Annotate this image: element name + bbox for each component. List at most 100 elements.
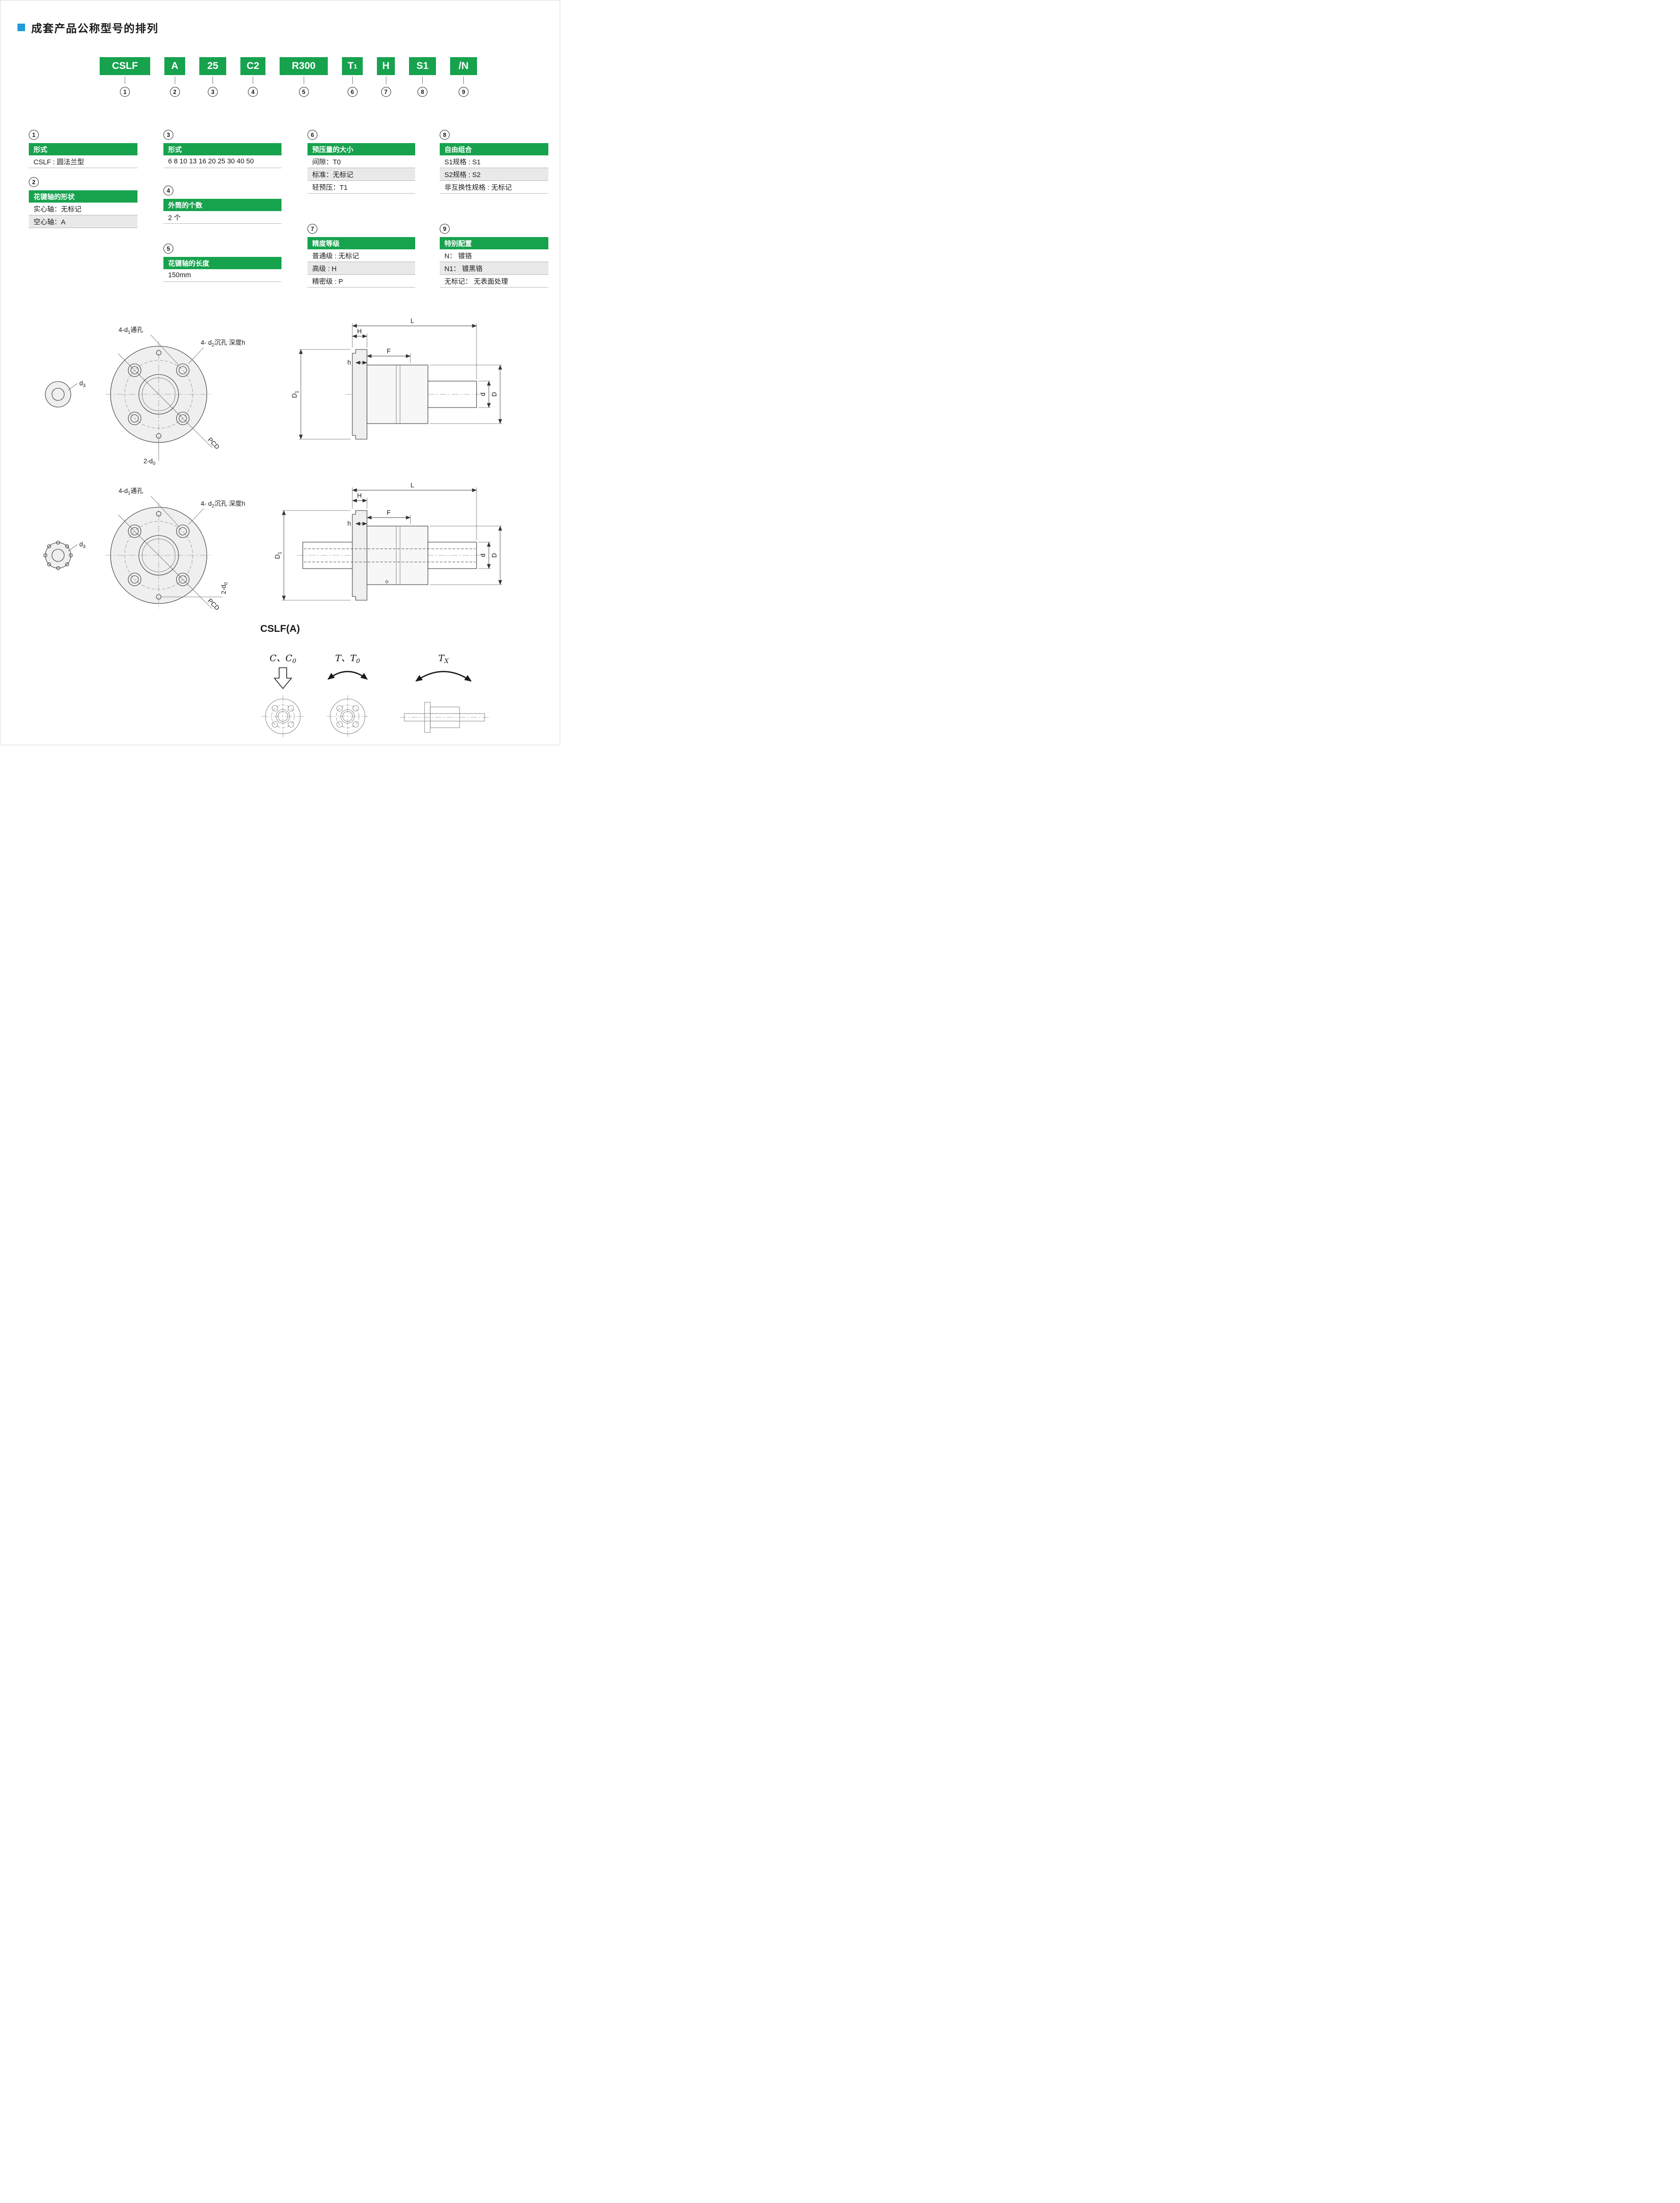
title-bullet-icon xyxy=(17,24,25,31)
legend-block-form: 1 形式 CSLF : 圆法兰型 xyxy=(29,130,137,168)
dim-L-label: L xyxy=(410,482,414,489)
code-label: A xyxy=(171,60,179,71)
circled-number: 4 xyxy=(163,186,173,196)
legend-row: 高级 : H xyxy=(307,262,415,275)
load-radial-label: C、C0 xyxy=(270,653,296,665)
connector-line xyxy=(352,77,353,84)
dim-D-label: D xyxy=(491,553,498,558)
legend-row: 无标记： 无表面处理 xyxy=(440,275,548,288)
shaft-end-view: d3 xyxy=(45,380,86,408)
code-box: S1 xyxy=(409,57,436,75)
code-label: H xyxy=(382,60,390,71)
model-segment-shaft-shape: A 2 xyxy=(164,57,185,97)
circled-number: 6 xyxy=(307,130,317,140)
circled-number: 7 xyxy=(381,87,391,97)
load-diagram-moment: TX xyxy=(400,653,489,733)
spline-notches xyxy=(43,540,73,570)
legend-row: N： 镀铬 xyxy=(440,249,548,262)
dim-counterbore-label: 4- d2沉孔 深度h xyxy=(201,500,245,509)
model-segment-surface: /N 9 xyxy=(450,57,477,97)
code-label: C2 xyxy=(247,60,259,71)
dim-through-hole-label: 4-d1通孔 xyxy=(119,326,144,335)
load-diagram-torque: T、T0 xyxy=(326,653,369,738)
circled-number: 2 xyxy=(29,177,39,187)
shaft-end-view: d3 xyxy=(43,540,86,570)
mini-flange-front xyxy=(326,695,369,738)
code-box: CSLF xyxy=(100,57,150,75)
circled-number: 1 xyxy=(120,87,130,97)
side-view: L H F h D1 d D xyxy=(274,482,502,601)
circled-number: 9 xyxy=(440,224,450,234)
circled-number: 4 xyxy=(248,87,258,97)
legend-row: 6 8 10 13 16 20 25 30 40 50 xyxy=(163,155,281,168)
dim-pcd-label: PCD xyxy=(206,597,221,612)
flange-front-view: 4-d1通孔 4- d2沉孔 深度h PCD 2-d0 xyxy=(105,326,245,467)
side-view: L H F h D1 d D xyxy=(291,317,502,440)
page-title: 成套产品公称型号的排列 xyxy=(31,22,159,34)
legend-row: CSLF : 圆法兰型 xyxy=(29,155,137,168)
dim-counterbore-label: 4- d2沉孔 深度h xyxy=(201,339,245,348)
dim-F-label: F xyxy=(387,509,391,516)
dim-d0-label: 2-d0 xyxy=(144,458,156,467)
model-segment-cylinders: C2 4 xyxy=(240,57,265,97)
legend-header: 自由组合 xyxy=(440,143,548,155)
legend-row: S1规格 : S1 xyxy=(440,155,548,168)
circled-number: 8 xyxy=(440,130,450,140)
legend-header: 外筒的个数 xyxy=(163,199,281,211)
code-label: CSLF xyxy=(112,60,138,71)
legend-row: 轻预压：T1 xyxy=(307,181,415,194)
legend-header: 形式 xyxy=(29,143,137,155)
circled-number: 9 xyxy=(459,87,469,97)
dim-h-label: h xyxy=(347,520,351,527)
legend-header: 花键轴的形状 xyxy=(29,190,137,203)
legend-header: 形式 xyxy=(163,143,281,155)
code-label: 25 xyxy=(207,60,219,71)
technical-drawing-hollow-shaft: d3 4-d1通孔 4- d2沉孔 深度h PCD xyxy=(43,482,502,612)
legend-row: 实心轴：无标记 xyxy=(29,203,137,215)
model-segment-form: CSLF 1 xyxy=(100,57,150,97)
connector-line xyxy=(422,77,423,84)
legend-section: 1 形式 CSLF : 圆法兰型 2 花键轴的形状 实心轴：无标记 空心轴：A … xyxy=(0,130,560,293)
legend-row: S2规格 : S2 xyxy=(440,168,548,181)
model-segment-accuracy: H 7 xyxy=(377,57,395,97)
dim-D1-label: D1 xyxy=(274,552,283,559)
dim-D1-label: D1 xyxy=(291,391,300,398)
dim-d-label: d xyxy=(479,392,486,396)
mini-flange-front xyxy=(262,695,304,738)
tilt-arrow-icon xyxy=(415,671,472,682)
code-label: R300 xyxy=(291,60,316,71)
rotation-arrow-icon xyxy=(327,671,368,680)
dim-L-label: L xyxy=(410,317,414,324)
mini-side-view xyxy=(400,702,489,733)
code-box: H xyxy=(377,57,395,75)
dim-d0-label: 2-d0 xyxy=(220,582,229,594)
legend-block-shaft-length: 5 花键轴的长度 150mm xyxy=(163,244,281,282)
legend-row: 精密级 : P xyxy=(307,275,415,288)
section-title-row: 成套产品公称型号的排列 xyxy=(0,0,560,35)
legend-row: 2 个 xyxy=(163,211,281,224)
legend-block-combination: 8 自由组合 S1规格 : S1 S2规格 : S2 非互换性规格 : 无标记 xyxy=(440,130,548,194)
code-box: A xyxy=(164,57,185,75)
code-label: /N xyxy=(459,60,469,71)
dim-through-hole-label: 4-d1通孔 xyxy=(119,487,144,496)
dim-pcd-label: PCD xyxy=(206,436,221,451)
circled-number: 2 xyxy=(170,87,180,97)
code-box: 25 xyxy=(199,57,226,75)
legend-header: 特别配置 xyxy=(440,237,548,249)
load-diagram-radial: C、C0 xyxy=(262,653,304,738)
circled-number: 7 xyxy=(307,224,317,234)
code-label: S1 xyxy=(416,60,429,71)
model-segment-length: R300 5 xyxy=(280,57,328,97)
legend-block-accuracy: 7 精度等级 普通级 : 无标记 高级 : H 精密级 : P xyxy=(307,224,415,288)
legend-block-cylinder-count: 4 外筒的个数 2 个 xyxy=(163,186,281,224)
model-segment-spec: S1 8 xyxy=(409,57,436,97)
catalog-page: 成套产品公称型号的排列 CSLF 1 A 2 25 3 C2 4 R300 5 xyxy=(0,0,560,745)
legend-block-shaft-shape: 2 花键轴的形状 实心轴：无标记 空心轴：A xyxy=(29,177,137,228)
dim-d-label: d xyxy=(479,553,486,557)
code-box: C2 xyxy=(240,57,265,75)
legend-row: 空心轴：A xyxy=(29,215,137,228)
load-torque-label: T、T0 xyxy=(335,653,360,665)
